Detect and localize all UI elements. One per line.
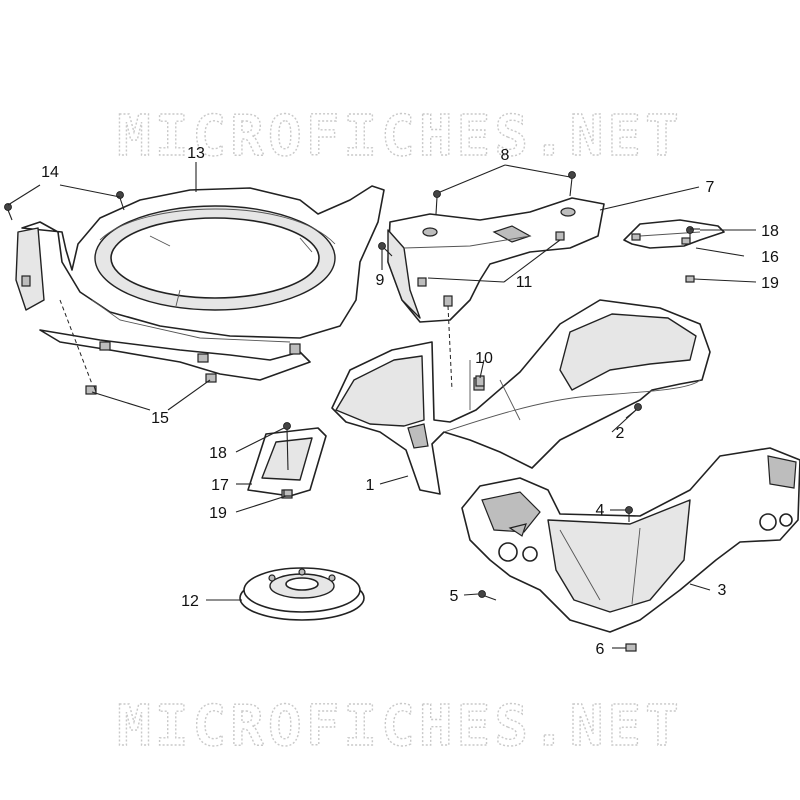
callout-7: 7 xyxy=(706,179,715,196)
clip-11 xyxy=(443,295,453,307)
clip-19a xyxy=(685,275,695,283)
callout-14: 14 xyxy=(41,164,59,181)
callout-15: 15 xyxy=(151,410,169,427)
callout-9: 9 xyxy=(376,272,385,289)
part-3-rear-cover xyxy=(461,447,800,633)
clip-15b xyxy=(205,373,217,383)
part-16-bracket xyxy=(623,219,725,249)
callout-16: 16 xyxy=(761,249,779,266)
screw-4 xyxy=(625,506,633,514)
screw-8a xyxy=(433,190,441,198)
callout-13: 13 xyxy=(187,145,205,162)
part-12-round-base xyxy=(239,567,365,621)
callout-2: 2 xyxy=(616,425,625,442)
callout-labels: 1 2 3 4 5 6 7 8 9 10 11 12 13 14 15 16 1… xyxy=(41,145,779,658)
screw-9 xyxy=(378,242,386,250)
part-1-front-shield xyxy=(331,299,711,495)
callout-5: 5 xyxy=(450,588,459,605)
screw-18a xyxy=(686,226,694,234)
clip-6 xyxy=(625,643,637,652)
screw-14b xyxy=(116,191,124,199)
callout-11: 11 xyxy=(516,274,533,291)
fasteners xyxy=(4,171,695,652)
watermark-bottom: MICROFICHES.NET xyxy=(117,694,683,759)
screw-18b xyxy=(283,422,291,430)
part-13-housing xyxy=(15,185,385,381)
callout-1: 1 xyxy=(366,477,375,494)
screw-5 xyxy=(478,590,486,598)
callout-17: 17 xyxy=(211,477,229,494)
callout-12: 12 xyxy=(181,593,199,610)
callout-3: 3 xyxy=(718,582,727,599)
callout-6: 6 xyxy=(596,641,605,658)
callout-19-top: 19 xyxy=(761,275,779,292)
clip-19b xyxy=(283,489,293,497)
screw-2 xyxy=(634,403,642,411)
watermark-top: MICROFICHES.NET xyxy=(117,104,683,169)
callout-18-left: 18 xyxy=(209,445,227,462)
leader-lines xyxy=(7,162,757,649)
callout-10: 10 xyxy=(475,350,493,367)
part-7-top-cover xyxy=(387,197,605,323)
part-17-plate xyxy=(247,427,327,499)
callout-8: 8 xyxy=(501,147,510,164)
callout-18-top: 18 xyxy=(761,223,779,240)
clip-15a xyxy=(85,385,97,395)
callout-4: 4 xyxy=(596,502,605,519)
callout-19-left: 19 xyxy=(209,505,227,522)
